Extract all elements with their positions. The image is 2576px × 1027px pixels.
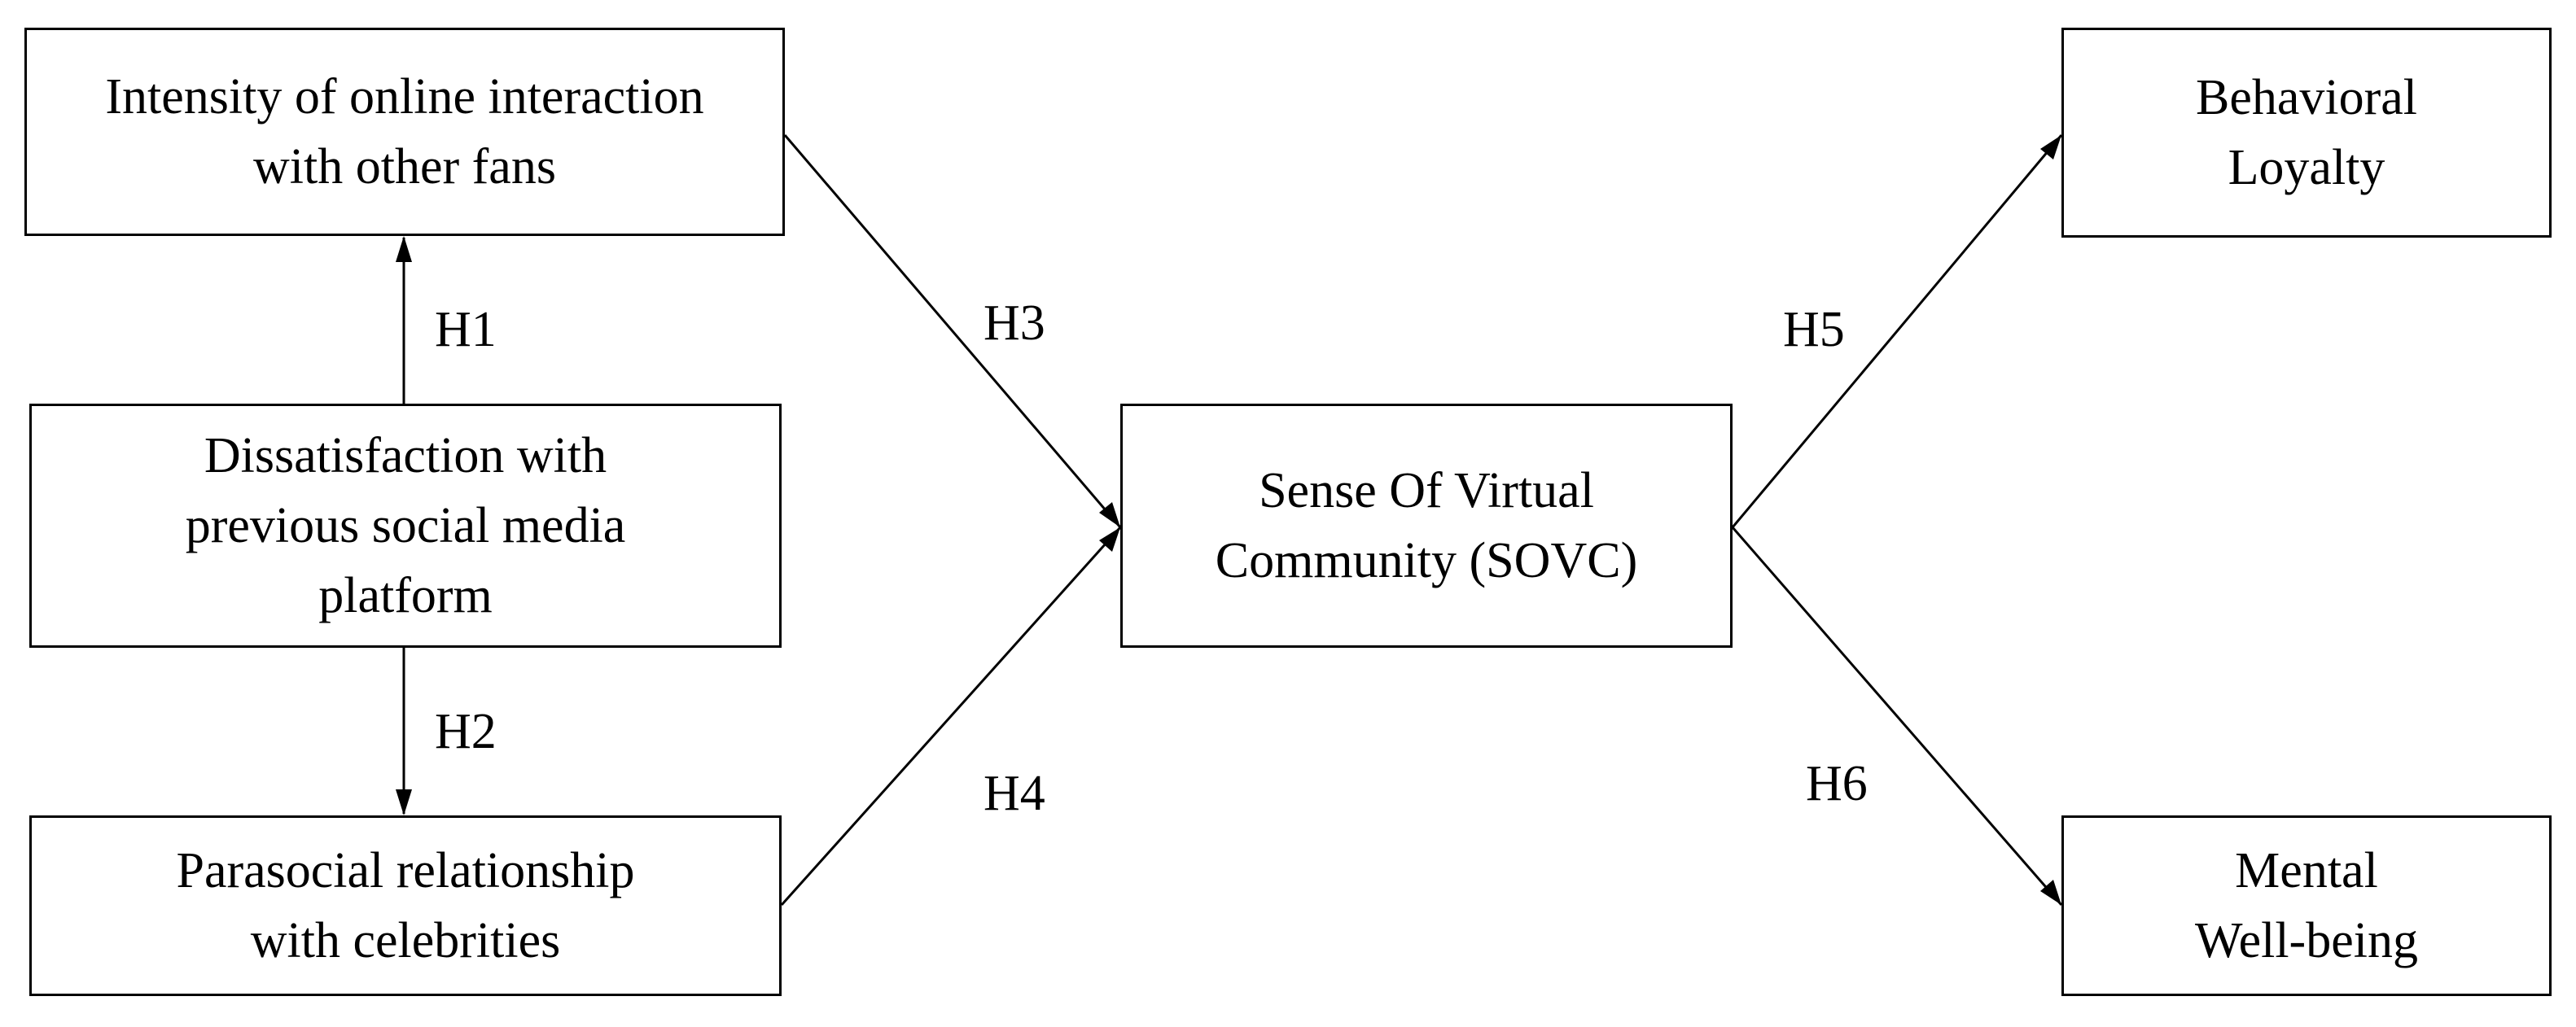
arrow-h6	[1731, 527, 2063, 906]
arrow-h5	[1731, 134, 2063, 528]
node-dissatisfaction-with-previous-platform: Dissatisfaction with previous social med…	[29, 404, 782, 648]
hypothesis-label-h1: H1	[435, 302, 497, 357]
arrow-h2	[396, 648, 412, 815]
node-line: with celebrities	[250, 913, 561, 968]
node-line: Community (SOVC)	[1215, 533, 1638, 588]
node-line: platform	[318, 568, 493, 623]
hypothesis-label-h6: H6	[1806, 756, 1868, 811]
arrow-h1	[396, 236, 412, 404]
arrow-h4	[780, 526, 1122, 907]
node-mental-well-being: Mental Well-being	[2061, 815, 2552, 996]
node-line: with other fans	[253, 139, 556, 194]
node-sense-of-virtual-community: Sense Of Virtual Community (SOVC)	[1120, 404, 1733, 648]
node-line: Intensity of online interaction	[105, 69, 704, 125]
node-line: Well-being	[2195, 913, 2418, 968]
node-line: Loyalty	[2228, 140, 2385, 195]
node-line: Parasocial relationship	[176, 843, 635, 898]
node-line: previous social media	[185, 498, 626, 553]
node-line: Sense Of Virtual	[1259, 463, 1594, 518]
hypothesis-label-h2: H2	[435, 704, 497, 759]
hypothesis-label-h4: H4	[984, 766, 1045, 821]
node-intensity-of-online-interaction: Intensity of online interaction with oth…	[24, 28, 785, 236]
arrow-h3	[783, 134, 1122, 528]
node-line: Mental	[2235, 843, 2378, 898]
hypothesis-label-h5: H5	[1783, 302, 1845, 357]
hypothesis-label-h3: H3	[984, 295, 1045, 351]
node-behavioral-loyalty: Behavioral Loyalty	[2061, 28, 2552, 238]
node-parasocial-relationship: Parasocial relationship with celebrities	[29, 815, 782, 996]
node-line: Dissatisfaction with	[204, 428, 607, 483]
node-line: Behavioral	[2195, 70, 2417, 125]
